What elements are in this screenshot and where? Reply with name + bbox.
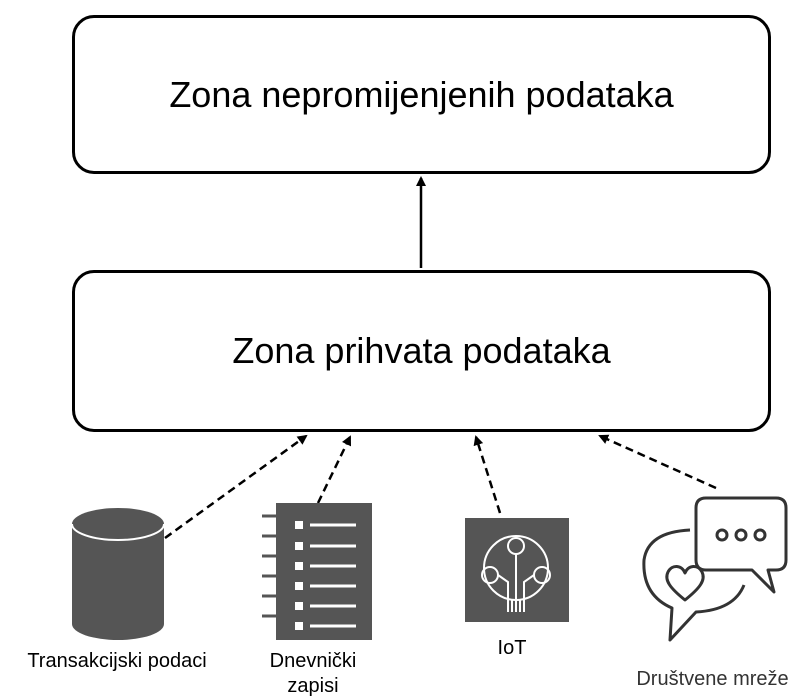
zone-data-ingestion: Zona prihvata podataka [72, 270, 771, 432]
label-social-networks: Društvene mreže [636, 668, 789, 690]
database-icon [71, 508, 165, 640]
arrow-iot [473, 435, 502, 514]
zone-unchanged-data: Zona nepromijenjenih podataka [72, 15, 771, 174]
label-log-records: Dnevnički zapisi [269, 650, 357, 697]
label-transactional-data: Transakcijski podaci [27, 650, 207, 672]
arrow-social [598, 434, 717, 490]
zone-unchanged-data-label: Zona nepromijenjenih podataka [169, 73, 674, 115]
arrow-logs [316, 435, 352, 504]
label-iot: IoT [497, 637, 527, 659]
zone-data-ingestion-label: Zona prihvata podataka [232, 330, 611, 371]
arrow-transactional [164, 434, 308, 540]
iot-icon [465, 518, 569, 622]
chat-bubbles-icon [642, 496, 788, 642]
log-notebook-icon [262, 503, 372, 640]
